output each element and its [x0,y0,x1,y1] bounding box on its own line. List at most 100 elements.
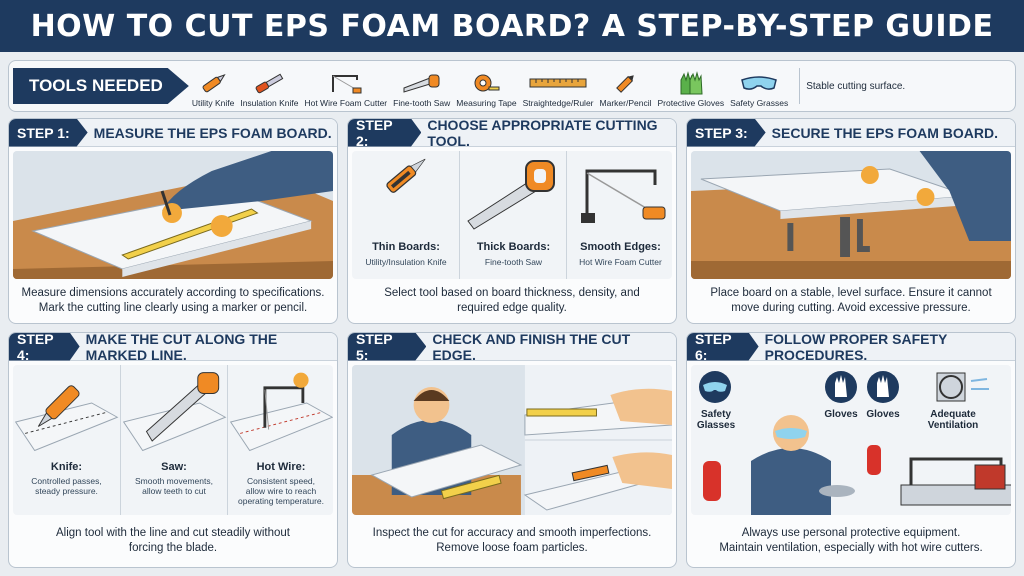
gloves-icon [680,71,703,95]
step-caption: Measure dimensions accurately according … [15,283,331,319]
gloves-label-a: Gloves [824,409,858,420]
caption-line: Align tool with the line and cut steadil… [56,527,290,540]
page-header: HOW TO CUT EPS FOAM BOARD? A STEP-BY-STE… [0,0,1024,52]
safety-glasses-icon [741,76,778,90]
label-line: Glasses [696,420,736,431]
utility-knife-icon [386,158,426,193]
step-2-illustration: Thin Boards: Utility/Insulation Knife Th… [352,151,672,279]
step-tag: STEP 4: [9,333,80,361]
sub-note: Consistent speed, [246,476,316,486]
measuring-tape-icon [474,74,500,92]
sub-note: operating temperature. [238,496,324,506]
sub-label: Knife: [50,461,83,473]
sub-note: steady pressure. [35,486,98,496]
label-line: Ventilation [927,420,979,431]
tool-label: Straightedge/Ruler [522,98,594,108]
caption-line: forcing the blade. [128,542,218,554]
step-caption: Select tool based on board thickness, de… [354,283,670,319]
marker-icon [615,75,634,93]
step-title: MEASURE THE EPS FOAM BOARD. [93,124,332,141]
tool-safety-glasses: Safety Grasses [730,64,788,108]
sub-note: Controlled passes, [31,476,102,486]
sub-label: Thin Boards: [372,241,440,253]
step-1-panel: STEP 1: MEASURE THE EPS FOAM BOARD. Meas… [8,118,338,324]
page-title: HOW TO CUT EPS FOAM BOARD? A STEP-BY-STE… [30,8,994,44]
sub-label: Thick Boards: [476,241,551,253]
saw-icon [467,160,555,230]
sub-note: allow wire to reach [245,486,317,496]
tools-extra-note: Stable cutting surface. [806,80,906,92]
step-2-title-bar: STEP 2: CHOOSE APPROPRIATE CUTTING TOOL. [348,118,676,149]
smooth-edges-option: Smooth Edges: Hot Wire Foam Cutter [566,151,672,279]
caption-line: Place board on a stable, level surface. … [710,287,992,300]
tool-straightedge: Straightedge/Ruler [523,64,594,108]
hot-wire-method: Hot Wire: Consistent speed, allow wire t… [227,365,333,515]
caption-line: Maintain ventilation, especially with ho… [719,542,983,554]
step-1-illustration [13,151,333,279]
tool-label: Measuring Tape [456,98,517,108]
caption-line: Measure dimensions accurately according … [21,287,325,300]
caption-line: Inspect the cut for accuracy and smooth … [372,527,652,540]
saw-cut-icon [122,372,227,452]
caption-line: Select tool based on board thickness, de… [384,287,640,300]
step-5-title-bar: STEP 5: CHECK AND FINISH THE CUT EDGE. [348,332,676,363]
step-title: FOLLOW PROPER SAFETY PROCEDURES. [764,332,948,363]
step-title: CHECK AND FINISH THE CUT EDGE. [432,332,631,363]
tool-marker: Marker/Pencil [599,64,652,108]
knife-cut-icon [14,385,119,452]
thick-boards-option: Thick Boards: Fine-tooth Saw [459,151,567,279]
hot-wire-cutter-icon [331,75,362,94]
tools-label: TOOLS NEEDED [13,68,189,104]
utility-knife-icon [202,74,226,93]
gloves-label-b: Gloves [866,409,900,420]
sub-label: Hot Wire: [256,461,306,473]
tool-gloves: Protective Gloves [657,64,724,108]
step-tag: STEP 5: [348,333,427,361]
sub-note: Utility/Insulation Knife [365,257,447,267]
step-title: SECURE THE EPS FOAM BOARD. [771,124,999,141]
tool-label: Fine-tooth Saw [393,98,451,108]
tools-divider [799,68,801,104]
step-title: MAKE THE CUT ALONG THE MARKED LINE. [85,332,278,363]
insulation-knife-icon [256,73,284,94]
sub-note: Hot Wire Foam Cutter [579,257,662,267]
safety-glasses-label: Safety Glasses [695,409,737,431]
step-5-panel: STEP 5: CHECK AND FINISH THE CUT EDGE. I… [347,332,677,568]
ruler-icon [529,78,587,88]
step-caption: Place board on a stable, level surface. … [693,283,1009,319]
caption-line: Mark the cutting line clearly using a ma… [38,302,308,314]
step-caption: Always use personal protective equipment… [693,519,1009,563]
tool-label: Insulation Knife [240,98,299,108]
step-1-title-bar: STEP 1: MEASURE THE EPS FOAM BOARD. [9,119,337,147]
tool-label: Hot Wire Foam Cutter [304,98,388,108]
step-5-illustration [352,365,672,515]
step-4-illustration: Knife: Controlled passes, steady pressur… [13,365,333,515]
sub-note: allow teeth to cut [142,486,206,496]
tool-label: Utility Knife [191,98,235,108]
tools-bar: TOOLS NEEDED Utility Knife Insulation Kn… [8,60,1016,112]
step-title: CHOOSE APPROPRIATE CUTTING TOOL. [427,118,658,149]
hot-wire-cut-icon [229,372,333,452]
sub-note: Fine-tooth Saw [484,257,543,267]
caption-line: move during cutting. Avoid excessive pre… [731,302,971,314]
step-caption: Align tool with the line and cut steadil… [15,519,331,563]
label-line: Safety [700,409,731,420]
step-caption: Inspect the cut for accuracy and smooth … [354,519,670,563]
sub-note: Smooth movements, [135,476,213,486]
step-tag: STEP 2: [348,119,422,147]
saw-icon [403,74,440,93]
step-6-title-bar: STEP 6: FOLLOW PROPER SAFETY PROCEDURES. [687,332,1015,363]
step-3-panel: STEP 3: SECURE THE EPS FOAM BOARD. Place… [686,118,1016,324]
thin-boards-option: Thin Boards: Utility/Insulation Knife [352,151,460,279]
tool-label: Protective Gloves [657,98,725,108]
tool-utility-knife: Utility Knife [191,64,235,108]
label-line: Adequate [930,409,976,420]
tool-hot-wire-cutter: Hot Wire Foam Cutter [304,64,387,108]
tool-measuring-tape: Measuring Tape [456,64,517,108]
step-tag: STEP 6: [687,333,759,361]
tool-label: Marker/Pencil [599,98,652,108]
step-3-illustration [691,151,1011,279]
sub-label: Saw: [161,461,187,473]
sub-label: Smooth Edges: [580,241,661,253]
tool-insulation-knife: Insulation Knife [240,64,298,108]
